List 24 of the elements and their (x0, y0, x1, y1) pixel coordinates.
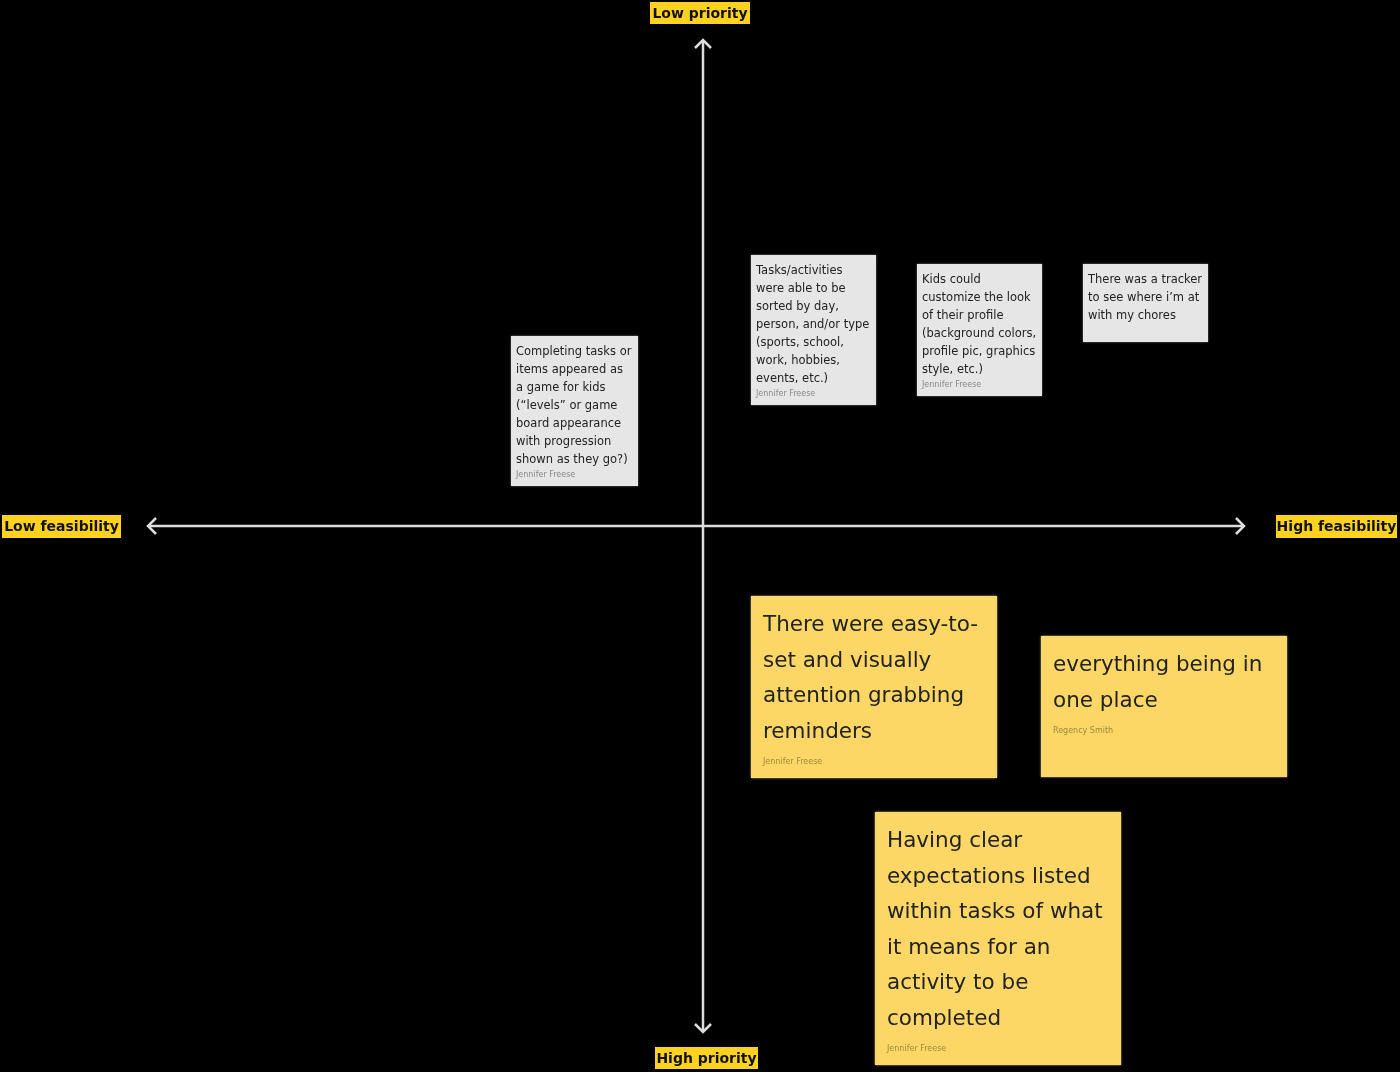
note-text: There was a tracker to see where i’m at with my chores (1088, 271, 1203, 324)
sticky-note (875, 812, 1121, 1065)
author-name: Jennifer Freese (516, 470, 577, 480)
note-text: Tasks/activities were able to be sorted by day, person, and/or type (sports, school, work, hobbies, events, etc.) (756, 262, 871, 387)
note-text: There were easy-to-set and visually attention grabbing reminders (763, 610, 980, 745)
sticky-note (1083, 264, 1208, 342)
sticky-note (917, 264, 1042, 396)
author-name: Jennifer Freese (756, 389, 817, 399)
note-text: Completing tasks or items appeared as a game for kids (“levels” or game board appearance with progression shown as they go?) (516, 343, 633, 468)
axis-label: Low priority (650, 2, 750, 24)
sticky-note (751, 596, 997, 778)
axis-label: Low feasibility (2, 515, 121, 538)
author-name: Jennifer Freese (922, 380, 983, 390)
sticky-note (511, 336, 638, 486)
axis-label: High feasibility (1276, 515, 1397, 538)
note-text: Kids could customize the look of their profile (background colors, profile pic, graphics style, etc.) (922, 271, 1037, 378)
author-name: Jennifer Freese (763, 756, 824, 768)
sticky-note (1041, 636, 1287, 777)
author-name: Regency Smith (1053, 725, 1115, 737)
sticky-note (751, 255, 876, 405)
author-name: Jennifer Freese (887, 1043, 948, 1055)
note-text: everything being in one place (1053, 650, 1264, 714)
note-text: Having clear expectations listed within tasks of what it means for an activity to be completed (887, 826, 1104, 1032)
axis-label: High priority (655, 1047, 758, 1069)
